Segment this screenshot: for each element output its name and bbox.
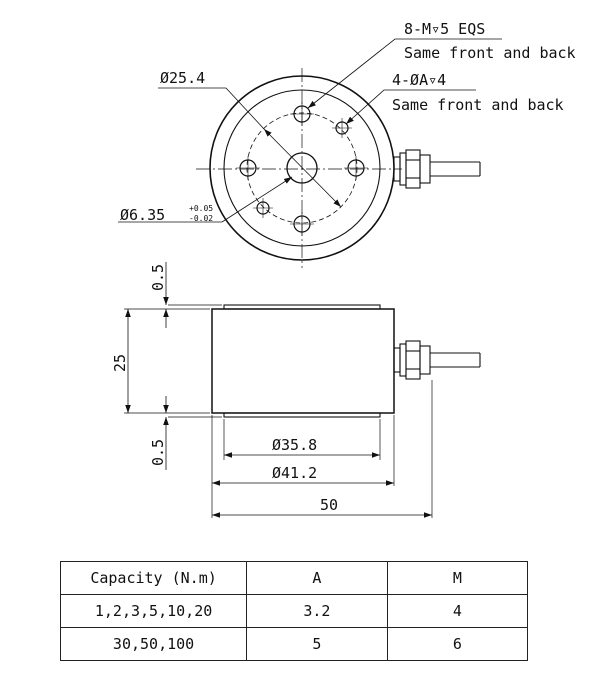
cell-m: 4 (386, 594, 529, 628)
pcd-leader (225, 87, 265, 130)
pcd-dimension-line (263, 128, 342, 208)
pcd-dimension-label: Ø25.4 (160, 69, 205, 87)
flange-circle (223, 89, 381, 247)
bore-tolerance-lower: -0.02 (189, 214, 213, 223)
bottom-step-dim-label: 0.5 (149, 439, 167, 466)
cell-a: 3.2 (246, 594, 388, 628)
bore-dimension-label: Ø6.35 (120, 206, 165, 224)
capacity-table: Capacity (N.m) A M 1,2,3,5,10,20 3.2 4 3… (59, 561, 529, 661)
outer-diameter-label: Ø41.2 (272, 464, 317, 482)
overall-length-label: 50 (320, 496, 338, 514)
hole-callout-label: 4-ØA▿4 (392, 71, 446, 89)
cell-a: 5 (246, 627, 388, 661)
technical-drawing: 8-M▿5 EQS Same front and back 4-ØA▿4 Sam… (111, 20, 576, 518)
side-view (124, 262, 481, 518)
table-row: 30,50,100 5 6 (59, 627, 529, 661)
cable-connector-side (393, 340, 481, 380)
height-dim-label: 25 (111, 354, 129, 372)
inner-diameter-label: Ø35.8 (272, 436, 317, 454)
header-a: A (246, 561, 388, 595)
side-bottom-step (223, 412, 381, 418)
top-view (196, 38, 481, 268)
bore-tolerance-upper: +0.05 (189, 204, 213, 213)
thread-callout-note: Same front and back (404, 44, 576, 62)
hole-callout-leader (345, 89, 390, 125)
cell-m: 6 (386, 627, 529, 661)
header-m: M (386, 561, 529, 595)
cell-capacity: 30,50,100 (59, 627, 248, 661)
thread-callout-label: 8-M▿5 EQS (404, 20, 485, 38)
side-body (211, 308, 395, 414)
cable-connector-top (393, 149, 481, 189)
header-capacity: Capacity (N.m) (59, 561, 248, 595)
bore-leader (221, 176, 293, 223)
top-step-dim-label: 0.5 (149, 264, 167, 291)
table-header-row: Capacity (N.m) A M (59, 561, 529, 595)
thread-callout-leader (307, 38, 402, 109)
hole-callout-note: Same front and back (392, 96, 564, 114)
cell-capacity: 1,2,3,5,10,20 (59, 594, 248, 628)
table-row: 1,2,3,5,10,20 3.2 4 (59, 594, 529, 628)
